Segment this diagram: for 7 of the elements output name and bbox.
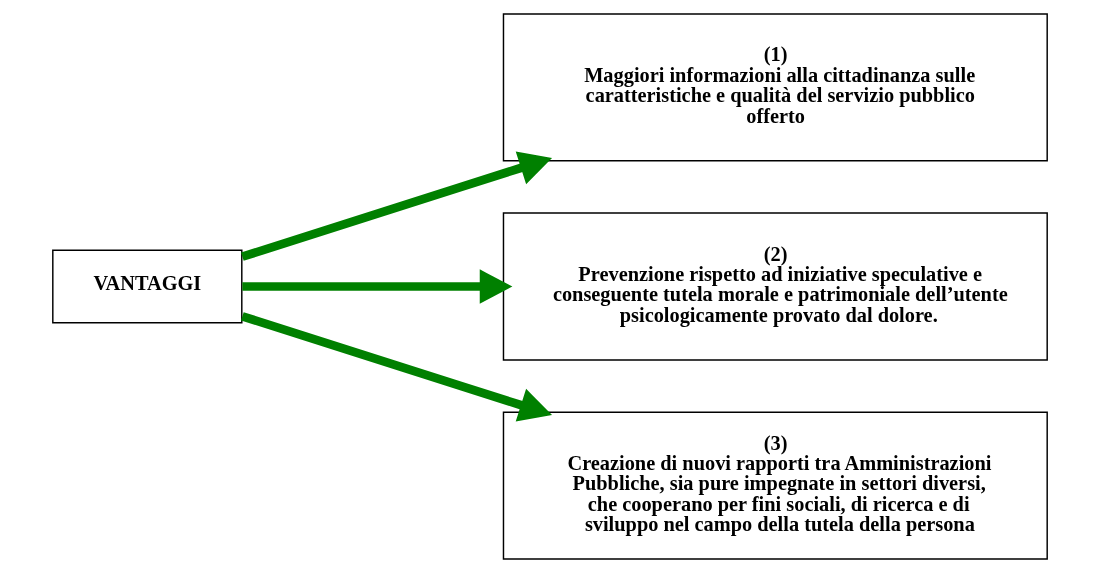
arrow [240,151,552,261]
node-box: (2) Prevenzione rispetto ad iniziative speculative e conseguente tutela morale e patrimoniale dell’utente psicologicamente provato dal dolore. [502,212,1048,361]
node-box: (3) Creazione di nuovi rapporti tra Amministrazioni Pubbliche, sia pure impegnate in settori diversi, che cooperano per fini sociali, di ricerca e di sviluppo nel campo della tutela della persona [502,411,1048,560]
node-box: (1) Maggiori informazioni alla cittadinanza sulle caratteristiche e qualità del servizio pubblico offerto [502,13,1048,162]
node-box: VANTAGGI [51,249,243,324]
arrow [240,312,552,422]
arrow [241,269,512,304]
